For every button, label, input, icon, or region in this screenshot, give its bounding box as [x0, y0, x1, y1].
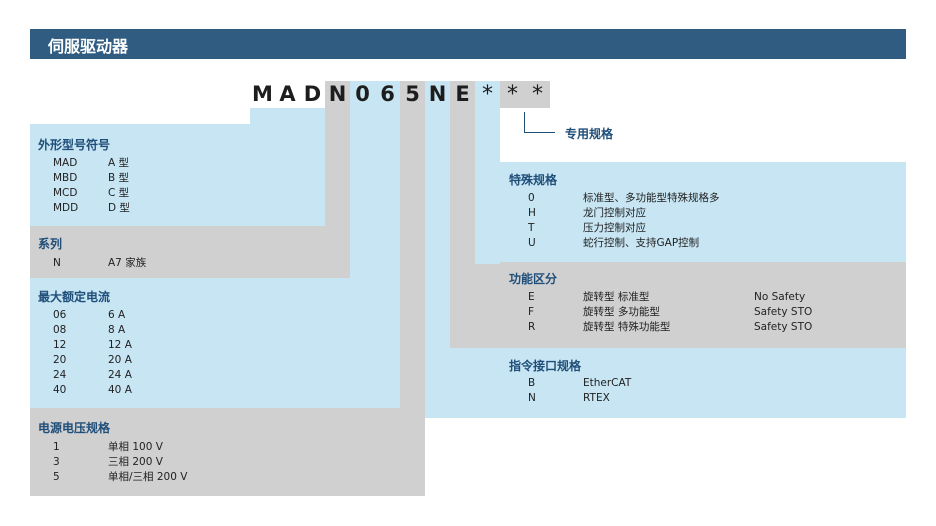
frame-desc: D 型 [108, 202, 130, 214]
code-char: D [303, 82, 322, 106]
section-header: 伺服驱动器 [30, 29, 906, 59]
code-char: N [325, 81, 350, 108]
block-interface-bg [425, 348, 906, 418]
code-char: N [425, 81, 450, 108]
power-code: 5 [53, 471, 60, 483]
section-title: 伺服驱动器 [48, 37, 129, 56]
block-current-bg [30, 278, 400, 408]
special-code: H [528, 207, 536, 219]
series-title: 系列 [38, 237, 63, 251]
current-code: 08 [53, 324, 67, 336]
current-desc: 24 A [108, 369, 132, 381]
current-code: 12 [53, 339, 67, 351]
connector-current [350, 108, 400, 280]
interface-desc: EtherCAT [583, 377, 632, 389]
code-char: * [525, 81, 550, 108]
block-special-bg [475, 162, 906, 262]
power-desc: 单相/三相 200 V [108, 471, 188, 483]
function-code: E [528, 291, 535, 303]
current-desc: 8 A [108, 324, 126, 336]
function-desc: 旋转型 标准型 [583, 291, 650, 303]
connector-frame [250, 108, 325, 126]
interface-title: 指令接口规格 [509, 359, 582, 373]
function-safety: No Safety [754, 291, 806, 303]
power-title: 电源电压规格 [38, 421, 111, 435]
code-char: A [279, 82, 296, 106]
special-desc: 压力控制对应 [583, 222, 646, 234]
current-code: 24 [53, 369, 67, 381]
frame-title: 外形型号符号 [38, 138, 111, 152]
special-note: 专用规格 [565, 127, 614, 141]
power-code: 1 [53, 441, 60, 453]
block-power-supply-bg [30, 408, 425, 496]
special-code: U [528, 237, 536, 249]
frame-code: MCD [53, 187, 78, 199]
code-char: 6 [375, 81, 400, 108]
block-function-bg [450, 262, 906, 348]
current-desc: 6 A [108, 309, 126, 321]
code-char: * [475, 81, 500, 108]
frame-desc: C 型 [108, 187, 130, 199]
function-safety: Safety STO [754, 321, 813, 333]
special-desc: 标准型、多功能型特殊规格多 [583, 192, 720, 204]
frame-desc: B 型 [108, 172, 130, 184]
current-desc: 20 A [108, 354, 132, 366]
power-desc: 三相 200 V [108, 456, 163, 468]
connector-series [325, 108, 350, 228]
current-title: 最大额定电流 [38, 290, 111, 304]
special-code: 0 [528, 192, 535, 204]
frame-code: MDD [53, 202, 79, 214]
current-code: 20 [53, 354, 67, 366]
interface-code: N [528, 392, 536, 404]
block-series-bg [30, 226, 350, 278]
current-desc: 40 A [108, 384, 132, 396]
block-frame-bg [30, 124, 325, 226]
code-char: E [450, 81, 475, 108]
connector-power [400, 108, 425, 410]
special-bracket [524, 112, 555, 133]
code-char: 0 [350, 81, 375, 108]
function-safety: Safety STO [754, 306, 813, 318]
frame-code: MAD [53, 157, 78, 169]
series-desc: A7 家族 [108, 257, 147, 269]
function-desc: 旋转型 特殊功能型 [583, 321, 671, 333]
series-code: N [53, 257, 61, 269]
current-desc: 12 A [108, 339, 132, 351]
frame-desc: A 型 [108, 157, 130, 169]
code-char: M [252, 82, 273, 106]
special-title: 特殊规格 [509, 173, 558, 187]
special-desc: 蛇行控制、支持GAP控制 [583, 237, 700, 249]
special-desc: 龙门控制对应 [583, 207, 646, 219]
power-desc: 单相 100 V [108, 441, 163, 453]
function-code: R [528, 321, 536, 333]
function-title: 功能区分 [509, 272, 558, 286]
current-code: 06 [53, 309, 67, 321]
power-code: 3 [53, 456, 60, 468]
current-code: 40 [53, 384, 67, 396]
function-desc: 旋转型 多功能型 [583, 306, 660, 318]
frame-code: MBD [53, 172, 78, 184]
function-code: F [528, 306, 535, 318]
interface-code: B [528, 377, 536, 389]
code-char: * [500, 81, 525, 108]
code-char: 5 [400, 81, 425, 108]
interface-desc: RTEX [583, 392, 610, 404]
special-code: T [528, 222, 535, 234]
